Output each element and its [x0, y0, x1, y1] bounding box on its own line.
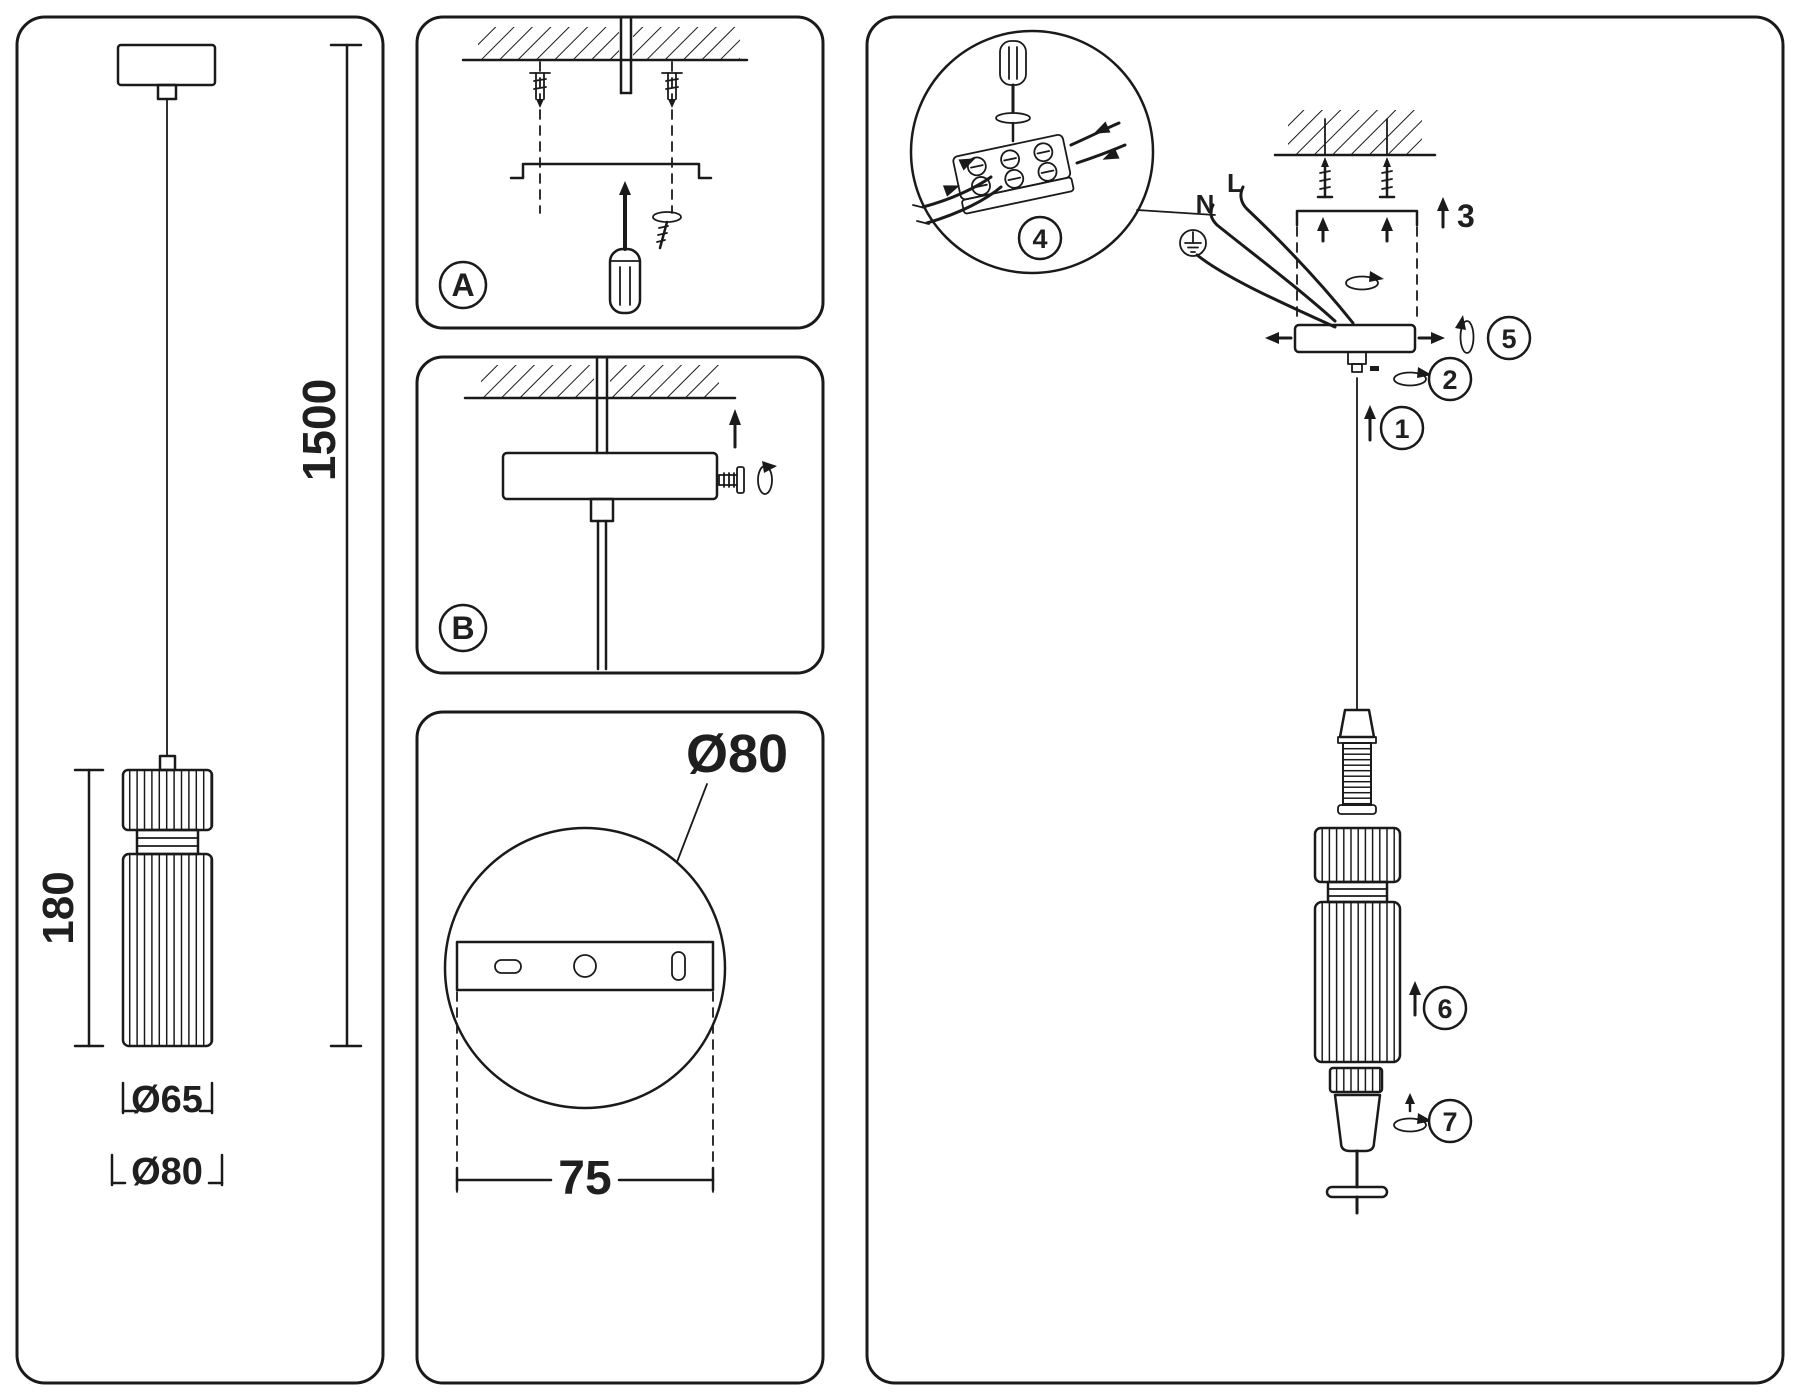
- step-7-badge: 7: [1427, 1098, 1473, 1144]
- anchor-screw-icon: [529, 72, 551, 108]
- pendant-lamp-side-view: [116, 43, 217, 1048]
- shade-main-ribbed: [121, 852, 214, 1048]
- rotate-arrow-icon: [1345, 270, 1385, 291]
- rotate-arrow-icon: [757, 460, 778, 495]
- dim-180-label: 180: [34, 871, 83, 944]
- pull-up-arrow: [1364, 405, 1376, 442]
- dimension-shade-diameter: Ø65: [121, 1079, 214, 1121]
- panel-step-a: A: [415, 15, 825, 330]
- shade-waist: [135, 828, 200, 856]
- cord-grip: [1347, 351, 1379, 373]
- cable-gland: [589, 497, 615, 523]
- shade-top-ribbed: [1313, 826, 1402, 884]
- svg-text:7: 7: [1442, 1107, 1457, 1137]
- wires: [912, 121, 1127, 225]
- canopy-neck: [156, 83, 178, 101]
- panel-assembly: 4: [865, 15, 1785, 1385]
- dimension-hole-spacing: 75: [455, 1152, 715, 1205]
- panel-border: [865, 15, 1785, 1385]
- arrow-icon: [1090, 121, 1111, 140]
- step-b-label: B: [451, 610, 474, 646]
- step-4-badge: 4: [1017, 215, 1063, 261]
- mounting-bracket: [1295, 209, 1419, 227]
- dimension-shade-height: 180: [34, 768, 105, 1048]
- plate-center-hole: [573, 954, 597, 978]
- plate-slot-left: [494, 959, 522, 974]
- screwdriver-icon: [995, 40, 1031, 143]
- screw-direction-7: [1405, 1093, 1415, 1113]
- ceiling: [1273, 110, 1437, 157]
- panel-border: [415, 15, 825, 330]
- finial-cup: [1333, 1093, 1382, 1153]
- panel-border: [415, 355, 825, 675]
- rotate-arrow-icon: [1454, 314, 1475, 354]
- hanging-rod: [595, 357, 609, 455]
- shade-waist: [1326, 880, 1389, 904]
- ceiling: [461, 25, 749, 62]
- plate-slot-right: [671, 951, 686, 981]
- step-a-label: A: [451, 267, 474, 303]
- shade-top-ribbed: [121, 768, 214, 832]
- panel-canopy-top-view: Ø80 75: [415, 710, 825, 1385]
- suspension-rod: [596, 519, 608, 671]
- arrow-up-icon: [729, 409, 741, 449]
- dim-d80-label: Ø80: [686, 724, 788, 784]
- cable-connector: [158, 754, 177, 772]
- terminal-block: [952, 133, 1075, 215]
- svg-text:5: 5: [1501, 324, 1516, 354]
- ground-symbol-icon: [1179, 229, 1207, 257]
- socket-thread: [1342, 742, 1372, 806]
- ceiling: [463, 363, 737, 400]
- svg-text:4: 4: [1032, 224, 1047, 254]
- step-6-badge: 6: [1422, 985, 1468, 1031]
- wiring-detail-bubble: [909, 29, 1155, 275]
- ceiling-rod: [619, 17, 633, 95]
- slide-left-arrow: [1265, 332, 1293, 344]
- panel-border: [15, 15, 385, 1385]
- panel-border: [415, 710, 825, 1385]
- canopy: [116, 43, 217, 87]
- slide-right-arrow: [1417, 332, 1445, 344]
- ceiling-screw-icon: [1378, 118, 1396, 199]
- panel-dimensions: 1500 180 Ø65 Ø80: [15, 15, 385, 1385]
- ceiling-screw-icon: [1316, 118, 1334, 199]
- dimension-canopy-diameter: Ø80: [110, 1151, 224, 1193]
- canopy-circle: [443, 826, 727, 1110]
- push-up-arrow-6: [1409, 981, 1421, 1017]
- screwdriver-icon: [608, 181, 642, 315]
- shade-main-ribbed: [1313, 900, 1402, 1064]
- dim-75-label: 75: [558, 1152, 611, 1205]
- mounting-bracket: [509, 162, 713, 180]
- detail-leader-line: [1136, 209, 1216, 216]
- dim-1500-label: 1500: [293, 379, 345, 481]
- step-5-badge: 5: [1486, 315, 1532, 361]
- svg-text:1: 1: [1394, 414, 1409, 444]
- step-2-badge: 2: [1427, 356, 1473, 402]
- panel-step-b: B: [415, 355, 825, 675]
- canopy: [1293, 323, 1417, 354]
- svg-text:6: 6: [1437, 994, 1452, 1024]
- step-b-badge: B: [438, 603, 488, 653]
- push-up-arrows: [1317, 217, 1393, 243]
- dimension-cable-length: 1500: [293, 43, 363, 1048]
- screw-with-washer-icon: [652, 211, 682, 250]
- dim-d80-label: Ø80: [131, 1151, 203, 1193]
- side-screw-icon: [718, 466, 745, 494]
- step-1-badge: 1: [1379, 405, 1425, 451]
- step-a-badge: A: [438, 260, 488, 310]
- rotate-arrow-icon: [1393, 366, 1433, 387]
- finial-ring: [1328, 1066, 1384, 1094]
- lamp-socket: [1337, 708, 1377, 815]
- step-3-label: 3: [1457, 198, 1475, 234]
- supply-wires: [1195, 185, 1355, 329]
- anchor-screw-icon: [661, 72, 683, 108]
- dim-d65-label: Ø65: [131, 1079, 203, 1121]
- rotate-arrow-icon: [1393, 1112, 1433, 1133]
- wire-l-label: L: [1227, 168, 1243, 198]
- leader-line: [676, 783, 708, 863]
- mounting-plate: [455, 940, 715, 992]
- canopy: [501, 451, 719, 501]
- step-3-marker: 3: [1437, 197, 1475, 234]
- svg-text:2: 2: [1442, 365, 1457, 395]
